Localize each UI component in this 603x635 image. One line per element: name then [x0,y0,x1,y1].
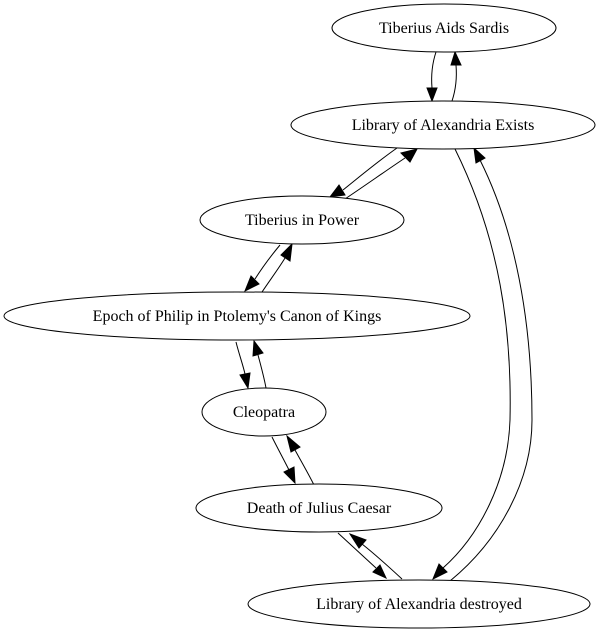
node-tiberius-in-power: Tiberius in Power [199,195,405,245]
node-label-tiberius-aids-sardis: Tiberius Aids Sardis [379,20,509,37]
edges [235,50,533,582]
edge-epoch-of-philip-to-cleopatra [235,341,251,390]
edge-library-exists-to-library-destroyed [432,148,511,581]
edge-tiberius-in-power-to-library-exists [341,148,418,202]
edge-cleopatra-to-epoch-of-philip [252,339,267,389]
node-label-epoch-of-philip: Epoch of Philip in Ptolemy's Canon of Ki… [93,308,382,325]
node-tiberius-aids-sardis: Tiberius Aids Sardis [331,3,557,53]
node-epoch-of-philip: Epoch of Philip in Ptolemy's Canon of Ki… [3,291,471,341]
edge-library-destroyed-to-library-exists [449,146,533,582]
edge-death-of-julius-caesar-to-cleopatra [286,434,315,486]
node-library-exists: Library of Alexandria Exists [290,100,596,150]
edge-tiberius-aids-sardis-to-library-exists [426,51,438,103]
node-label-library-destroyed: Library of Alexandria destroyed [316,596,522,613]
node-death-of-julius-caesar: Death of Julius Caesar [195,483,443,533]
node-label-cleopatra: Cleopatra [233,404,295,421]
node-library-destroyed: Library of Alexandria destroyed [247,579,591,629]
edge-library-exists-to-tiberius-aids-sardis [450,50,462,102]
edge-cleopatra-to-death-of-julius-caesar [271,436,296,485]
edge-tiberius-in-power-to-epoch-of-philip [244,244,281,293]
node-cleopatra: Cleopatra [201,387,327,437]
node-label-library-exists: Library of Alexandria Exists [352,117,535,134]
edge-library-destroyed-to-death-of-julius-caesar [348,533,403,580]
edge-epoch-of-philip-to-tiberius-in-power [261,242,293,293]
node-label-death-of-julius-caesar: Death of Julius Caesar [247,500,392,517]
edge-death-of-julius-caesar-to-library-destroyed [337,532,388,580]
nodes: Tiberius Aids Sardis Library of Alexandr… [3,3,596,629]
node-label-tiberius-in-power: Tiberius in Power [245,212,360,229]
edge-library-exists-to-tiberius-in-power [328,147,398,198]
